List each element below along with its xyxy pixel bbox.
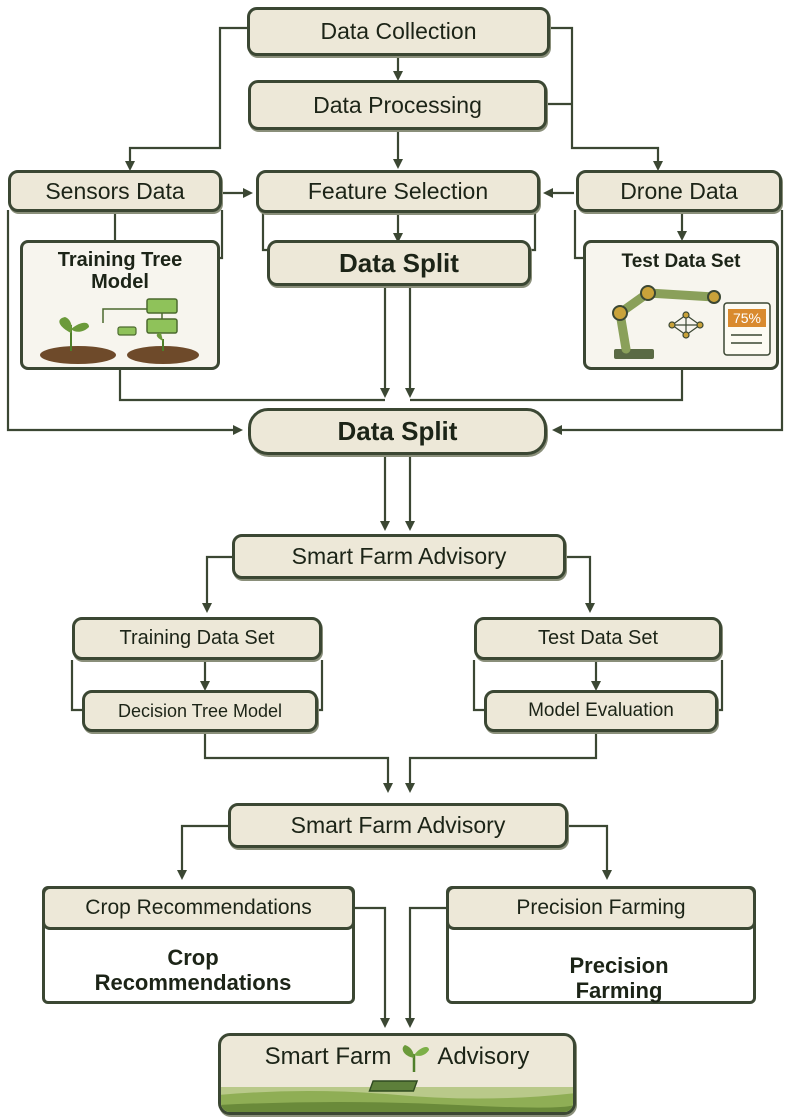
smart-farm-advisory-1-label: Smart Farm Advisory xyxy=(291,543,507,569)
drone-data-node: Drone Data xyxy=(576,170,782,212)
precision-farming-body: Precision Farming xyxy=(569,953,669,1003)
smart-farm-advisory-final-right-label: Advisory xyxy=(437,1043,530,1070)
seedling-icon xyxy=(40,298,199,364)
model-evaluation-node: Model Evaluation xyxy=(484,690,718,732)
feature-selection-label: Feature Selection xyxy=(307,178,489,204)
precision-farming-header: Precision Farming xyxy=(446,886,756,930)
data-split-inner-label: Data Split xyxy=(339,247,459,278)
test-data-set-label: Test Data Set xyxy=(537,627,659,649)
crop-recommendations-panel: Crop Recommendations Crop Recommendation… xyxy=(42,886,355,1004)
crop-recommendations-header: Crop Recommendations xyxy=(42,886,355,930)
smart-farm-advisory-final-left-label: Smart Farm xyxy=(264,1043,392,1070)
data-processing-node: Data Processing xyxy=(248,80,547,130)
crop-recommendations-body: Crop Recommendations xyxy=(94,945,292,995)
training-data-set-node: Training Data Set xyxy=(72,617,322,660)
data-split-main-node: Data Split xyxy=(248,408,547,455)
field-landscape-icon xyxy=(221,1080,573,1112)
sensors-data-node: Sensors Data xyxy=(8,170,222,212)
smart-farm-advisory-1-node: Smart Farm Advisory xyxy=(232,534,566,579)
smart-farm-advisory-final-node: Smart Farm Advisory xyxy=(218,1033,576,1115)
test-data-set-top-label: Test Data Set xyxy=(621,251,741,272)
precision-farming-header-label: Precision Farming xyxy=(516,896,686,919)
test-data-set-panel: Test Data Set 75% xyxy=(583,240,779,370)
decision-tree-model-label: Decision Tree Model xyxy=(117,700,283,721)
sprout-icon xyxy=(402,1045,430,1072)
sensors-data-label: Sensors Data xyxy=(45,177,185,204)
model-evaluation-label: Model Evaluation xyxy=(528,700,674,721)
data-collection-node: Data Collection xyxy=(247,7,550,56)
decision-tree-model-node: Decision Tree Model xyxy=(82,690,318,732)
smart-farm-advisory-2-label: Smart Farm Advisory xyxy=(290,812,506,838)
robot-arm-icon: 75% xyxy=(612,285,771,359)
feature-selection-node: Feature Selection xyxy=(256,170,540,213)
percent-badge: 75% xyxy=(733,310,761,326)
network-graph-icon xyxy=(668,311,704,339)
training-tree-model-label: Training Tree Model xyxy=(57,249,183,293)
data-processing-label: Data Processing xyxy=(313,91,482,118)
test-data-set-node: Test Data Set xyxy=(474,617,722,660)
training-data-set-label: Training Data Set xyxy=(119,627,275,649)
crop-recommendations-header-label: Crop Recommendations xyxy=(85,896,312,919)
data-split-main-label: Data Split xyxy=(337,416,458,446)
precision-farming-panel: Precision Farming Precision Farming xyxy=(446,886,756,1004)
smart-farm-advisory-2-node: Smart Farm Advisory xyxy=(228,803,568,848)
data-collection-label: Data Collection xyxy=(320,18,477,44)
data-split-inner-node: Data Split xyxy=(267,240,531,286)
training-tree-model-panel: Training Tree Model xyxy=(20,240,220,370)
drone-data-label: Drone Data xyxy=(620,177,738,204)
